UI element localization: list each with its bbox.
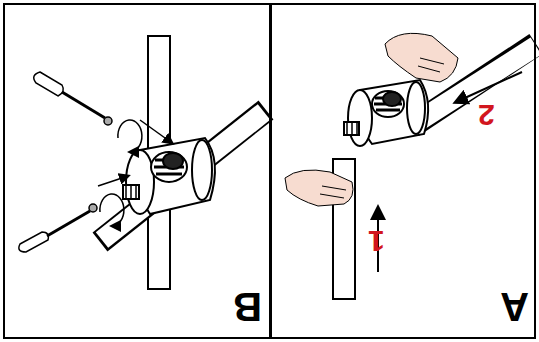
motion-arrow: [456, 72, 522, 102]
panel-letter: A: [500, 287, 529, 327]
hand: [385, 33, 458, 82]
panel: B: [3, 3, 271, 339]
screwdriver: [19, 72, 112, 252]
clamp: [344, 80, 428, 146]
panel-letter: B: [233, 287, 262, 327]
rod: [100, 110, 266, 242]
panel: A: [270, 3, 536, 339]
step-number: 1: [368, 226, 385, 256]
hand: [285, 170, 353, 206]
step-number: 2: [478, 100, 495, 130]
rotation-arrow: [98, 120, 172, 226]
